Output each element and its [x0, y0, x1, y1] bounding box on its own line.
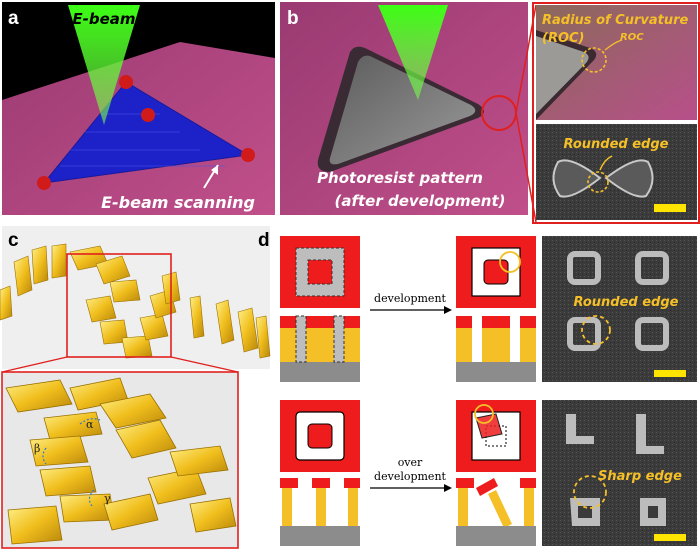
after-development-label: (after development)	[334, 192, 505, 210]
panel-letter-b: b	[287, 8, 299, 29]
panel-b-inset-sem: Rounded edge	[536, 124, 697, 220]
panel-a: E-beam E-beam scanning a	[2, 2, 275, 215]
sem-hole	[578, 506, 592, 518]
panel-b-inset-roc: Radius of Curvature (ROC) ROC	[536, 5, 697, 120]
scan-dot	[141, 108, 155, 122]
gold-pieces-spiral	[0, 243, 271, 359]
dashed-circle-icon	[573, 475, 607, 509]
arrow-head	[444, 484, 452, 492]
exposed-column	[295, 315, 307, 363]
resist-core	[483, 259, 509, 285]
panel-letter-d: d	[258, 230, 270, 251]
dashed-circle-icon	[581, 47, 607, 73]
gold-column	[348, 488, 358, 526]
gold-column	[316, 488, 326, 526]
angle-arc-beta	[42, 447, 47, 465]
roc-label: ROC	[620, 32, 644, 43]
scan-dot	[37, 176, 51, 190]
dashed-circle-icon	[587, 171, 609, 193]
photoresist-pattern-label: Photoresist pattern	[317, 169, 483, 187]
sem-hole	[648, 506, 658, 518]
over-label: over	[398, 456, 423, 469]
rounded-edge-label: Rounded edge	[563, 137, 668, 152]
arrow-head	[211, 165, 218, 175]
triangle-pattern	[42, 81, 250, 184]
panel-b-inset-frame	[532, 2, 700, 224]
zoom-line	[170, 356, 239, 373]
gold-layer	[280, 328, 360, 362]
resist-core	[307, 259, 333, 285]
bowtie-left	[552, 159, 602, 198]
gold-column	[524, 488, 534, 526]
resist-layer	[456, 316, 536, 328]
panel-d: d development R	[258, 230, 697, 546]
panel-letter-c: c	[8, 230, 19, 251]
scan-dot	[119, 75, 133, 89]
scale-bar	[654, 534, 686, 541]
photoresist-pattern	[329, 55, 476, 165]
angle-beta-label: β	[34, 442, 40, 455]
resist-layer	[280, 316, 360, 328]
roc-pointer	[604, 39, 623, 51]
panel-letter-a: a	[8, 8, 19, 29]
sem-l-shapes	[566, 414, 666, 526]
dashed-circle-icon	[581, 315, 611, 345]
arrow-head	[444, 306, 452, 314]
e-beam-cone	[68, 5, 140, 125]
angle-arc-alpha	[79, 418, 101, 425]
roc-pattern	[536, 36, 589, 114]
fallen-resist-cap	[476, 478, 498, 496]
gold-pieces-zoomed	[5, 377, 237, 545]
zoom-line	[1, 356, 68, 373]
substrate	[280, 362, 360, 382]
angle-arc-gamma	[88, 489, 95, 507]
substrate	[456, 526, 536, 546]
developed-column	[510, 316, 520, 362]
substrate	[280, 526, 360, 546]
scale-bar	[654, 370, 686, 377]
tilted-resist-piece	[475, 413, 503, 439]
scale-bar	[654, 204, 686, 212]
sharp-edge-label: Sharp edge	[598, 469, 682, 484]
gold-column	[458, 488, 468, 526]
gold-column	[282, 488, 292, 526]
panel-b: Photoresist pattern (after development) …	[280, 2, 537, 223]
resist-cap	[456, 478, 474, 488]
curved-arrow-icon	[599, 155, 613, 171]
sem-squares	[567, 251, 669, 351]
highlight-circle	[499, 251, 521, 273]
panel-a-dark-region	[2, 2, 275, 100]
developed-column	[472, 316, 482, 362]
angle-gamma-label: γ	[104, 492, 111, 505]
bowtie-right	[604, 159, 654, 198]
resist-cap	[344, 478, 360, 488]
e-beam-scanning-label: E-beam scanning	[101, 193, 255, 212]
development-label: development	[374, 292, 446, 305]
resist-cap	[280, 478, 298, 488]
angle-alpha-label: α	[86, 418, 94, 431]
resist-cap	[312, 478, 330, 488]
highlight-circle	[474, 404, 494, 424]
roc-title: Radius of Curvature	[542, 13, 689, 28]
zoom-box	[66, 253, 172, 358]
e-beam-label: E-beam	[72, 10, 135, 28]
scan-dot	[241, 148, 255, 162]
panel-c: α β γ c	[0, 226, 271, 549]
rounded-edge-label: Rounded edge	[573, 295, 678, 310]
exposed-column	[333, 315, 345, 363]
over-development-label: development	[374, 470, 446, 483]
e-beam-cone	[378, 5, 448, 100]
resist-core	[307, 423, 333, 449]
gold-layer	[456, 328, 536, 362]
substrate	[456, 362, 536, 382]
roc-title-abbrev: (ROC)	[542, 31, 585, 46]
fallen-gold-column	[488, 490, 512, 528]
resist-cap	[520, 478, 536, 488]
